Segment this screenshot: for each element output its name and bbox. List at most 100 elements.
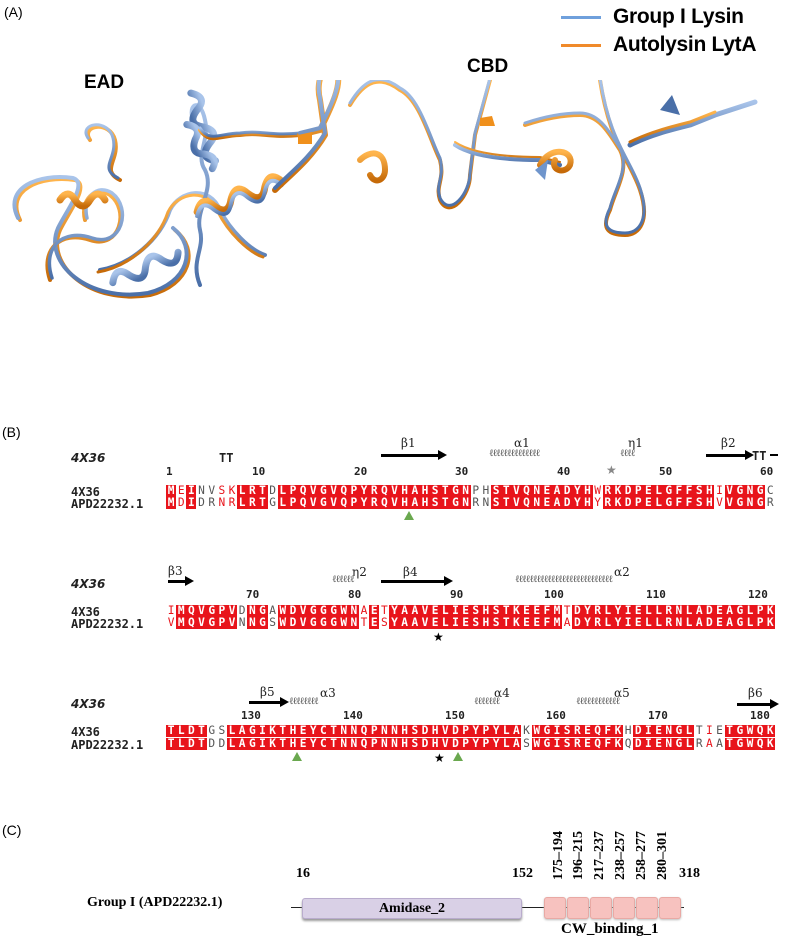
residue: R xyxy=(663,604,674,617)
residue: K xyxy=(612,737,624,750)
residue: K xyxy=(267,724,278,737)
turn-tt-2: TT xyxy=(752,449,767,463)
residue: P xyxy=(633,484,644,497)
helix-label-n2: η2 xyxy=(352,565,367,579)
residue: G xyxy=(663,484,674,497)
panel-b-label: (B) xyxy=(2,424,21,440)
residue: A xyxy=(237,724,248,737)
residue: D xyxy=(704,616,715,629)
residue: S xyxy=(430,496,441,509)
cbd-label: CBD xyxy=(467,56,509,77)
amidase-domain: Amidase_2 xyxy=(302,898,522,919)
position-tick-110: 110 xyxy=(646,588,666,601)
residue: V xyxy=(511,484,522,497)
residue: A xyxy=(511,737,522,750)
residue: S xyxy=(216,724,227,737)
residue: C xyxy=(318,724,329,737)
strand-arrow-b2 xyxy=(706,450,754,460)
residue: R xyxy=(694,737,705,750)
residue: I xyxy=(704,724,715,737)
helix-label-n1: η1 xyxy=(628,436,643,450)
residue: W xyxy=(592,484,603,497)
residue: L xyxy=(237,496,248,509)
residue: T xyxy=(501,604,512,617)
residue: V xyxy=(389,484,400,497)
residue: G xyxy=(450,484,461,497)
residue: G xyxy=(318,616,329,629)
residue: T xyxy=(196,724,207,737)
residue: P xyxy=(755,616,766,629)
residue: H xyxy=(399,496,410,509)
residue: V xyxy=(226,616,238,629)
residue: D xyxy=(419,737,431,750)
residue: N xyxy=(389,737,400,750)
residue: E xyxy=(521,616,532,629)
residue: R xyxy=(663,616,674,629)
residue: Q xyxy=(592,724,603,737)
residue: G xyxy=(734,616,745,629)
mid-position-label: 152 xyxy=(512,866,533,881)
residue: E xyxy=(460,604,471,617)
residue: A xyxy=(399,616,410,629)
residue: T xyxy=(724,737,735,750)
legend-swatch-orange xyxy=(561,43,601,47)
amidase-label: Amidase_2 xyxy=(378,900,446,916)
residue: H xyxy=(419,484,431,497)
grey-star-icon: ★ xyxy=(606,463,617,477)
turn-tt: TT xyxy=(219,451,234,465)
residue: Q xyxy=(298,484,309,497)
residue: K xyxy=(511,616,522,629)
residue: S xyxy=(491,484,502,497)
position-tick-100: 100 xyxy=(544,588,564,601)
residue: F xyxy=(602,737,613,750)
structure-name: 4X36 xyxy=(71,697,106,711)
residue: L xyxy=(683,616,695,629)
helix-coil-a4: ℓℓℓℓℓℓℓ xyxy=(474,696,500,707)
residue: Y xyxy=(582,604,593,617)
residue: N xyxy=(673,616,684,629)
residue: L xyxy=(653,484,664,497)
residue: L xyxy=(643,616,654,629)
sequence-name-4x36: 4X36 xyxy=(71,605,100,619)
black-star-icon: ★ xyxy=(433,630,444,644)
residue: K xyxy=(226,484,238,497)
position-tick-170: 170 xyxy=(648,709,668,722)
residue: Q xyxy=(338,484,349,497)
residue: E xyxy=(714,616,725,629)
residue: I xyxy=(166,604,177,617)
residue: Y xyxy=(389,604,400,617)
residue: T xyxy=(277,724,288,737)
residue: K xyxy=(612,496,624,509)
residue: G xyxy=(734,737,745,750)
residue: A xyxy=(724,604,735,617)
residue: T xyxy=(328,737,339,750)
residue: H xyxy=(287,724,299,737)
residue: V xyxy=(298,616,309,629)
residue: E xyxy=(633,604,644,617)
residue: M xyxy=(176,604,187,617)
residue: P xyxy=(287,484,299,497)
residue: W xyxy=(531,724,542,737)
residue: N xyxy=(460,484,471,497)
helix-coil-a1: ℓℓℓℓℓℓℓℓℓℓℓℓℓℓ xyxy=(489,448,540,459)
residue: L xyxy=(440,616,451,629)
residue: Q xyxy=(623,737,634,750)
residue: V xyxy=(419,616,431,629)
residue: V xyxy=(308,484,319,497)
repeat-range-3: 217–237 xyxy=(592,831,607,880)
residue: Q xyxy=(379,496,390,509)
residue: L xyxy=(653,616,664,629)
strand-arrow-b4 xyxy=(381,576,453,586)
residue: I xyxy=(643,724,654,737)
residue: G xyxy=(450,496,461,509)
residue: R xyxy=(226,496,238,509)
residue: K xyxy=(765,604,776,617)
residue: E xyxy=(582,737,593,750)
residue: E xyxy=(298,737,309,750)
residue: I xyxy=(450,616,461,629)
residue: R xyxy=(592,616,603,629)
residue: E xyxy=(653,737,664,750)
legend-label: Autolysin LytA xyxy=(613,33,757,56)
residue: L xyxy=(744,616,756,629)
